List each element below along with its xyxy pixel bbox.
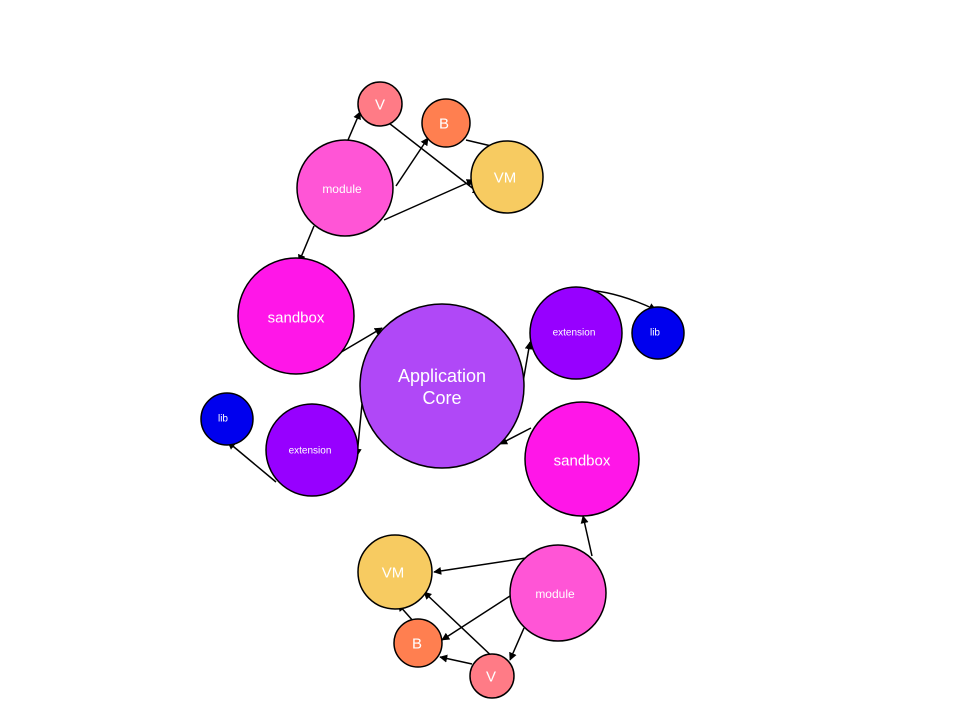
lib-right-label: lib	[650, 328, 660, 339]
extension-left-circle	[265, 403, 359, 497]
module-bottom-label: module	[535, 587, 575, 601]
application-core-circle	[359, 303, 525, 469]
edge-module-top-to-b	[395, 137, 429, 187]
view-top-node: V	[357, 81, 403, 127]
viewmodel-top-label: VM	[494, 170, 517, 187]
extension-right-circle	[529, 286, 623, 380]
application-core-node: Application Core	[359, 303, 525, 469]
module-bottom-circle	[509, 544, 607, 642]
extension-left-label: extension	[289, 446, 332, 457]
lib-right-node: lib	[631, 306, 685, 360]
edge-v-bottom-to-vm	[423, 591, 499, 663]
viewmodel-bottom-label: VM	[382, 565, 405, 582]
edge-module-bottom-to-vm	[433, 557, 527, 575]
bridge-top-node: B	[421, 98, 471, 148]
viewmodel-top-circle	[470, 140, 544, 214]
edge-extension-left-to-lib	[227, 441, 277, 483]
view-bottom-label: V	[486, 669, 496, 686]
edge-module-bottom-to-sandbox	[580, 515, 593, 557]
edge-module-top-to-vm	[383, 179, 475, 221]
bridge-top-circle	[421, 98, 471, 148]
application-core-label-line1: Application	[398, 366, 486, 386]
edge-v-bottom-to-b	[439, 654, 473, 665]
bridge-top-label: B	[439, 116, 449, 133]
edges	[227, 111, 657, 665]
module-top-label: module	[322, 182, 362, 196]
sandbox-top-label: sandbox	[268, 310, 325, 327]
bridge-bottom-label: B	[412, 636, 422, 653]
sandbox-top-node: sandbox	[237, 257, 355, 375]
edge-sandbox-bottom-to-core	[499, 427, 532, 445]
bridge-bottom-node: B	[393, 618, 443, 668]
view-bottom-circle	[469, 653, 515, 699]
lib-left-label: lib	[218, 414, 228, 425]
view-bottom-node: V	[469, 653, 515, 699]
viewmodel-top-node: VM	[470, 140, 544, 214]
nodes: Application Core sandbox sandbox module …	[200, 81, 685, 699]
bridge-bottom-circle	[393, 618, 443, 668]
application-core-label-line2: Core	[422, 388, 461, 408]
viewmodel-bottom-circle	[357, 534, 433, 610]
view-top-label: V	[375, 97, 385, 114]
extension-right-node: extension	[529, 286, 623, 380]
lib-right-circle	[631, 306, 685, 360]
sandbox-bottom-node: sandbox	[524, 401, 640, 517]
lib-left-node: lib	[200, 392, 254, 446]
view-top-circle	[357, 81, 403, 127]
extension-left-node: extension	[265, 403, 359, 497]
sandbox-bottom-label: sandbox	[554, 453, 611, 470]
extension-right-label: extension	[553, 328, 596, 339]
sandbox-top-circle	[237, 257, 355, 375]
edge-module-top-to-v	[347, 111, 361, 141]
edge-sandbox-top-to-core	[337, 327, 383, 355]
edge-module-bottom-to-b	[441, 595, 511, 641]
edge-module-top-to-sandbox	[298, 225, 315, 263]
sandbox-bottom-circle	[524, 401, 640, 517]
viewmodel-bottom-node: VM	[357, 534, 433, 610]
module-bottom-node: module	[509, 544, 607, 642]
module-top-node: module	[296, 139, 394, 237]
lib-left-circle	[200, 392, 254, 446]
module-top-circle	[296, 139, 394, 237]
edge-module-bottom-to-v	[509, 627, 525, 661]
edge-v-top-to-vm	[384, 119, 481, 195]
